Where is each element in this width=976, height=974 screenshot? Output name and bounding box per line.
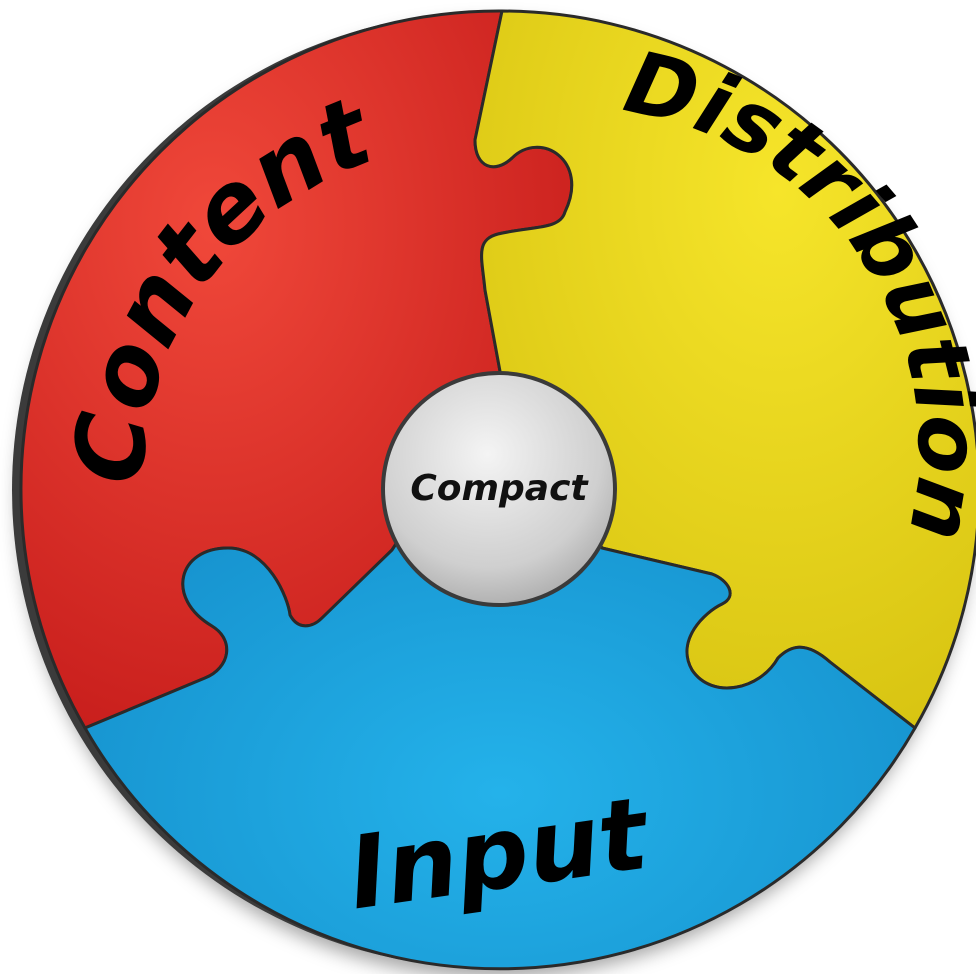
input-segment[interactable]: [83, 380, 917, 971]
hub-circle[interactable]: [381, 371, 617, 607]
hub-label: Compact: [410, 468, 589, 509]
